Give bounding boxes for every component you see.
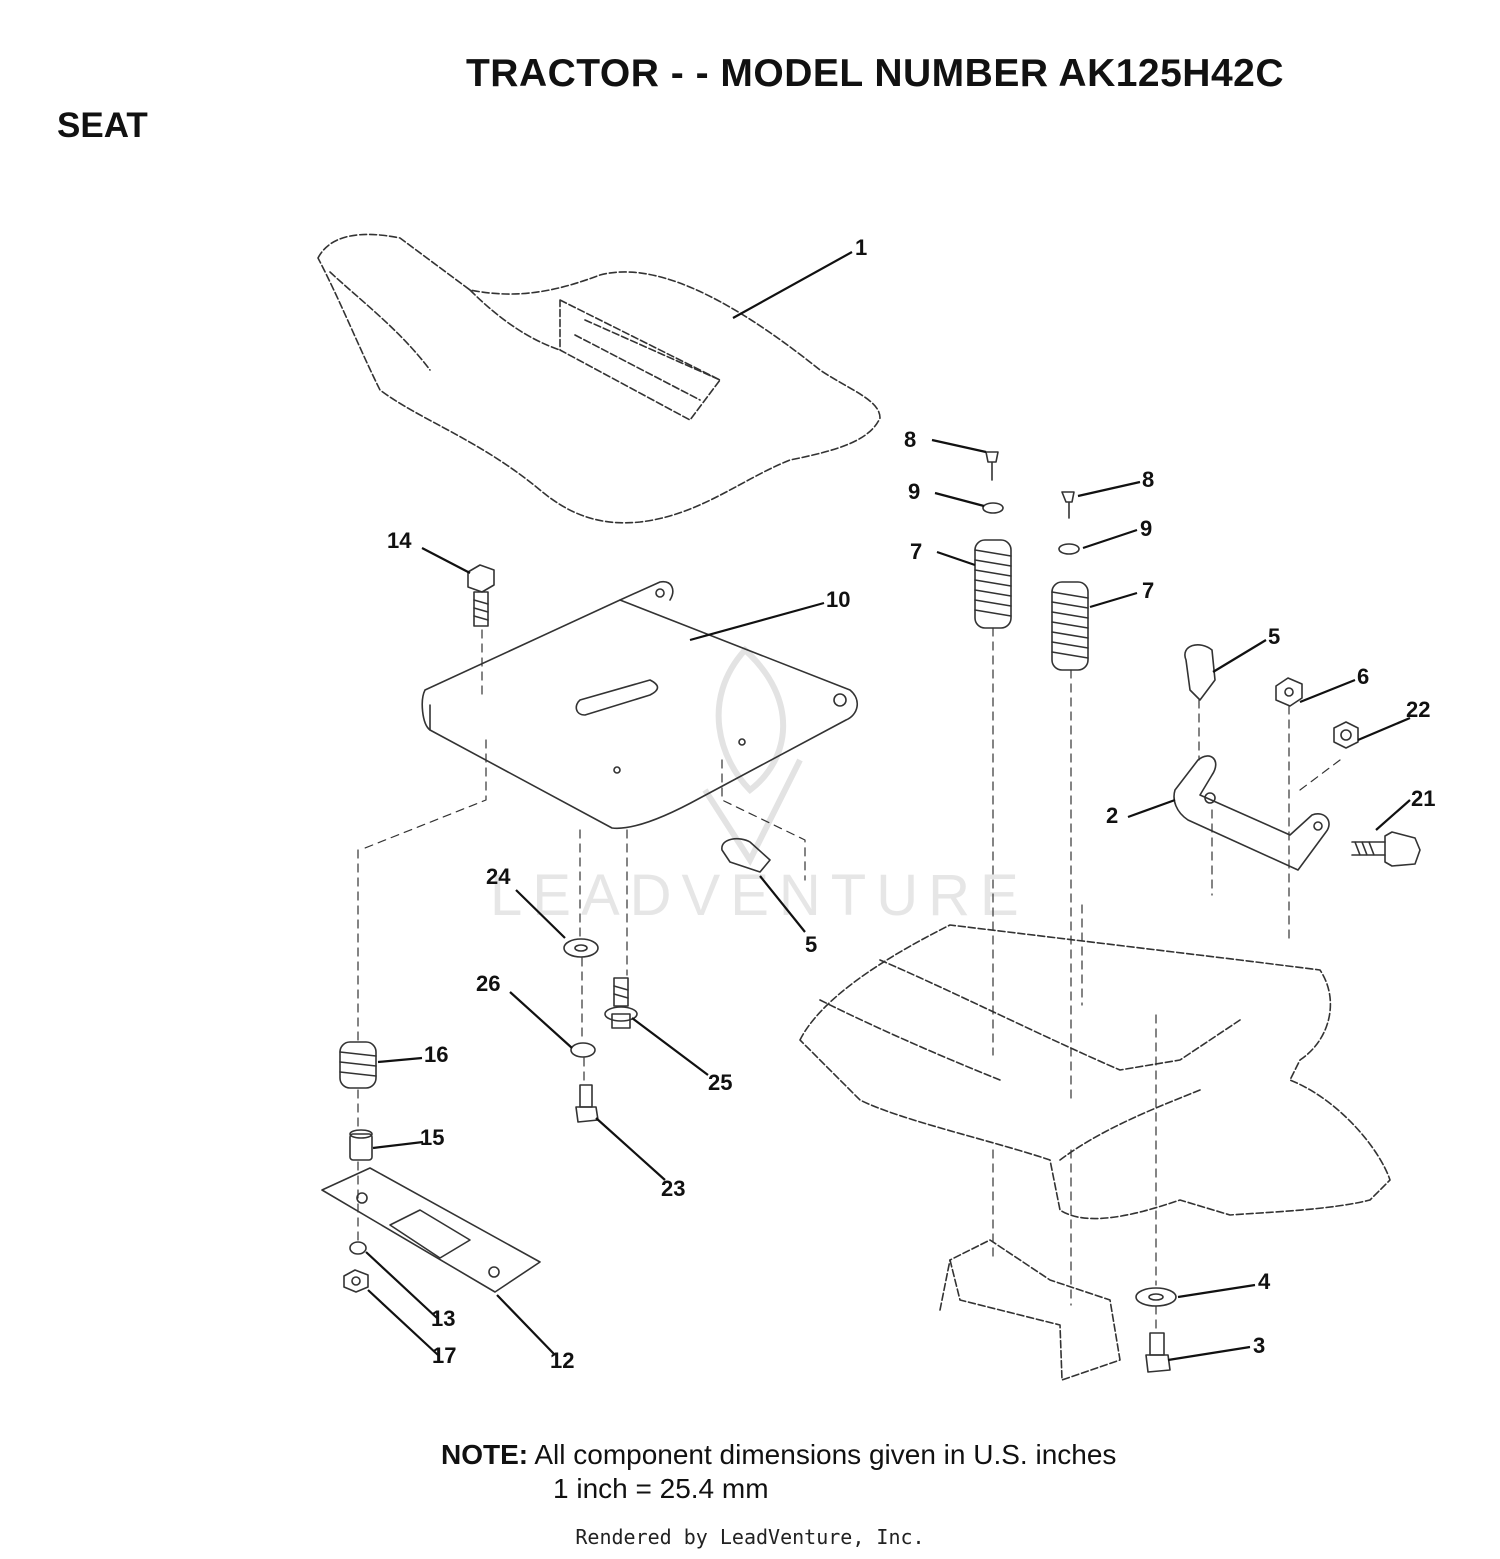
callout-10: 10 (826, 587, 850, 612)
note-line2: 1 inch = 25.4 mm (553, 1473, 769, 1504)
spacer-13 (349, 1241, 367, 1255)
bolt-25 (604, 977, 638, 1029)
callout-24: 24 (486, 864, 511, 889)
dimension-note: NOTE: All component dimensions given in … (441, 1438, 1116, 1506)
watermark: LEADVENTURE (490, 863, 1029, 928)
callout-16: 16 (424, 1042, 448, 1067)
callout-15: 15 (420, 1125, 444, 1150)
bracket-2 (1173, 755, 1330, 871)
spring-7-right (1051, 581, 1089, 671)
callout-4: 4 (1258, 1269, 1271, 1294)
tractor-frame (799, 924, 1391, 1381)
callout-2: 2 (1106, 803, 1118, 828)
callout-1: 1 (855, 235, 867, 260)
seat-cushion (317, 233, 881, 524)
note-label: NOTE: (441, 1439, 529, 1470)
callout-25: 25 (708, 1070, 732, 1095)
nut-22 (1333, 721, 1359, 749)
callout-22: 22 (1406, 697, 1430, 722)
section-title: SEAT (57, 106, 148, 145)
callout-7-right: 7 (1142, 578, 1154, 603)
rendered-by-footer: Rendered by LeadVenture, Inc. (575, 1525, 925, 1549)
lockwasher-26 (570, 1042, 596, 1058)
callout-5-upper: 5 (1268, 624, 1280, 649)
callout-9-right: 9 (1140, 516, 1152, 541)
callout-12: 12 (550, 1348, 574, 1373)
bolt-14 (467, 564, 495, 627)
spring-7-left (974, 539, 1012, 629)
spring-16 (339, 1041, 377, 1089)
callout-14: 14 (387, 528, 412, 553)
callout-21: 21 (1411, 786, 1435, 811)
callout-5-lower: 5 (805, 932, 817, 957)
callout-numbers: 1 2 3 4 5 5 6 7 7 8 8 9 9 10 12 13 14 15… (387, 235, 1435, 1373)
seat-pan (421, 580, 858, 830)
clip-5-lower (721, 837, 771, 873)
note-line1: All component dimensions given in U.S. i… (534, 1439, 1117, 1470)
washer-24 (563, 938, 599, 958)
plate-12 (321, 1167, 541, 1293)
nut-6 (1275, 677, 1303, 707)
callout-8-right: 8 (1142, 467, 1154, 492)
callout-3: 3 (1253, 1333, 1265, 1358)
washer-9-left (982, 502, 1004, 514)
leader-lines (365, 251, 1411, 1362)
clip-5-upper (1184, 644, 1216, 701)
bolt-23 (575, 1084, 599, 1123)
bolt-21 (1351, 831, 1421, 867)
callout-17: 17 (432, 1343, 456, 1368)
washer-4 (1135, 1287, 1177, 1307)
callout-6: 6 (1357, 664, 1369, 689)
assembly-lines (357, 627, 1341, 1334)
callout-9-left: 9 (908, 479, 920, 504)
washer-9-right (1058, 543, 1080, 555)
callout-23: 23 (661, 1176, 685, 1201)
bolt-3 (1145, 1332, 1171, 1373)
watermark-logo (702, 645, 803, 867)
callout-13: 13 (431, 1306, 455, 1331)
screw-8-left (985, 451, 999, 481)
bushing-15 (349, 1129, 373, 1161)
diagram-title: TRACTOR - - MODEL NUMBER AK125H42C (465, 52, 1285, 95)
nut-17 (343, 1269, 369, 1293)
callout-8-left: 8 (904, 427, 916, 452)
callout-26: 26 (476, 971, 500, 996)
screw-8-right (1061, 491, 1075, 519)
callout-7-left: 7 (910, 539, 922, 564)
